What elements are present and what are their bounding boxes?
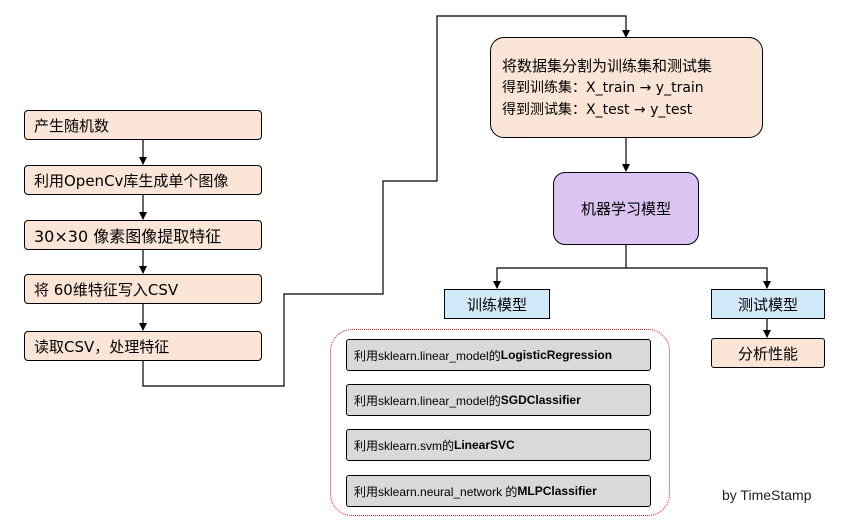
train-model-box: 训练模型 <box>444 289 550 319</box>
classifier-prefix: 利用sklearn.svm的 <box>354 438 455 453</box>
analysis-label: 分析性能 <box>737 344 798 363</box>
classifier-name: SGDClassifier <box>500 393 581 407</box>
split-line1: 将数据集分割为训练集和测试集 <box>502 56 713 75</box>
credit-text: by TimeStamp <box>722 487 812 503</box>
step-label: 读取CSV，处理特征 <box>34 337 170 356</box>
step-label: 30×30 像素图像提取特征 <box>34 227 222 246</box>
classifier-name: LogisticRegression <box>500 348 613 362</box>
connector-model-branches <box>493 245 627 289</box>
connector-model-test <box>626 267 771 289</box>
classifier-group <box>330 329 670 516</box>
connector-step5-to-split <box>142 15 630 387</box>
step-extract-features: 30×30 像素图像提取特征 <box>24 220 262 250</box>
ml-model-label: 机器学习模型 <box>580 200 671 218</box>
step-generate-random: 产生随机数 <box>24 110 262 140</box>
classifier-prefix: 利用sklearn.linear_model的 <box>354 348 501 363</box>
test-model-box: 测试模型 <box>711 289 825 319</box>
ml-model-box: 机器学习模型 <box>553 172 699 245</box>
classifier-prefix: 利用sklearn.neural_network 的 <box>354 484 518 499</box>
test-model-label: 测试模型 <box>737 295 798 314</box>
step-write-csv: 将 60维特征写入CSV <box>24 274 262 304</box>
classifier-name: MLPClassifier <box>517 484 597 498</box>
step-label: 将 60维特征写入CSV <box>34 280 179 299</box>
step-label: 产生随机数 <box>34 116 110 135</box>
train-model-label: 训练模型 <box>466 295 527 314</box>
split-line3: 得到测试集：X_test → y_test <box>502 101 693 118</box>
split-line2: 得到训练集：X_train → y_train <box>502 79 704 96</box>
step-label: 利用OpenCv库生成单个图像 <box>34 171 229 190</box>
step-read-csv: 读取CSV，处理特征 <box>24 331 262 361</box>
step-opencv-image: 利用OpenCv库生成单个图像 <box>24 165 262 195</box>
classifier-prefix: 利用sklearn.linear_model的 <box>354 393 501 408</box>
split-dataset-box: 将数据集分割为训练集和测试集 得到训练集：X_train → y_train 得… <box>490 37 763 138</box>
analysis-box: 分析性能 <box>711 338 825 368</box>
classifier-name: LinearSVC <box>454 438 515 452</box>
